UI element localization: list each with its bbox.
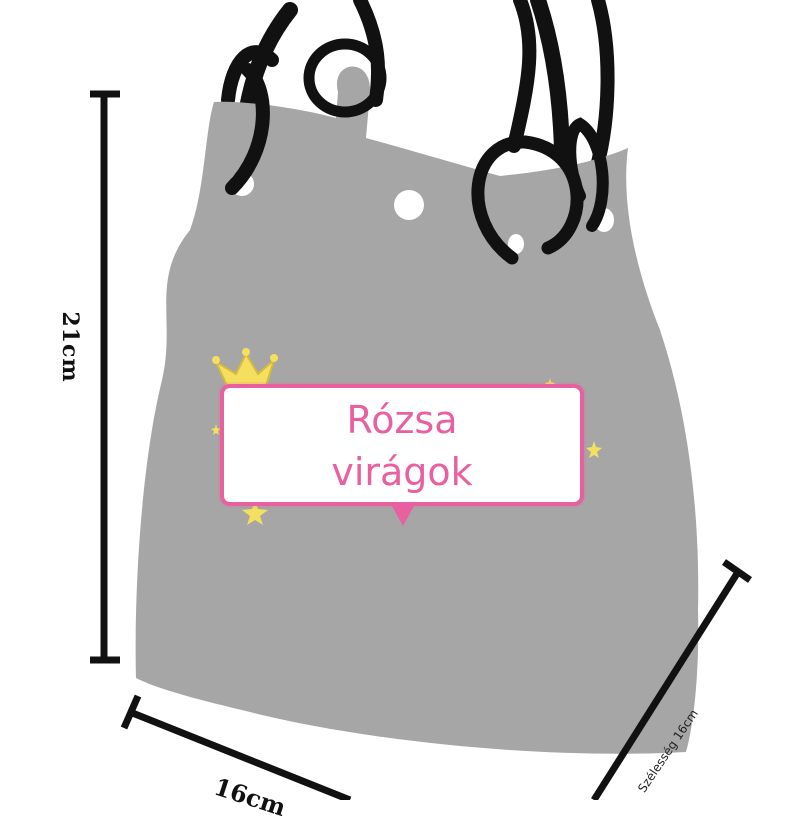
star-icon xyxy=(242,500,268,525)
handle-outer-left xyxy=(221,45,279,107)
handle-front-left-2 xyxy=(353,0,386,107)
bubble-tail xyxy=(392,506,414,526)
star-icon xyxy=(211,424,221,435)
handle-front-right-2 xyxy=(564,117,609,232)
length-dimension-line xyxy=(120,694,352,800)
grommet-center xyxy=(394,190,424,220)
star-icon xyxy=(586,441,602,458)
height-label: 21cm xyxy=(57,311,83,383)
height-dimension-line xyxy=(90,90,120,664)
bubble-text: Rózsa virágok xyxy=(224,394,580,498)
handle-front-right xyxy=(507,0,537,153)
handle-front-left xyxy=(225,63,270,195)
ring-right xyxy=(471,135,584,265)
product-name-bubble: Rózsa virágok xyxy=(220,384,584,506)
bubble-line-2: virágok xyxy=(331,450,473,494)
bubble-line-1: Rózsa xyxy=(346,398,458,442)
grommet-front xyxy=(508,234,524,254)
width-dimension-line xyxy=(591,559,752,800)
handle-back-right xyxy=(530,0,570,158)
